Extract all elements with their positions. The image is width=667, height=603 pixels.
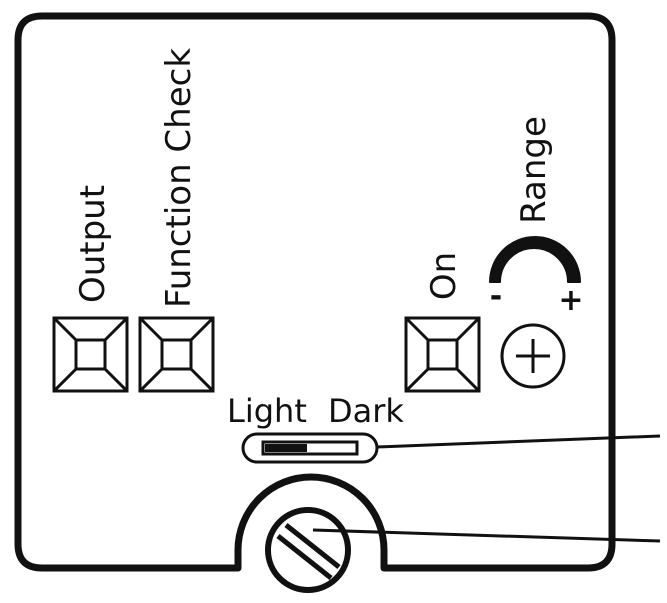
screw-icon[interactable] [265,507,351,593]
screw-leader-line [312,528,661,543]
on-indicator [404,316,481,393]
switch-leader-line [376,434,661,449]
housing-outline [14,12,616,572]
range-minus-sign: - [490,279,502,314]
output-indicator [52,316,129,393]
light-label: Light [227,392,307,430]
on-label: On [424,252,464,300]
function-check-indicator [138,316,215,393]
range-plus-sign: + [558,283,583,318]
dark-label: Dark [328,392,404,430]
range-knob-icon[interactable] [500,323,566,389]
light-dark-switch[interactable] [241,432,379,464]
range-arc-icon [489,236,581,283]
range-label: Range [514,116,554,224]
function-check-label: Function Check [159,48,199,308]
output-label: Output [73,185,113,303]
